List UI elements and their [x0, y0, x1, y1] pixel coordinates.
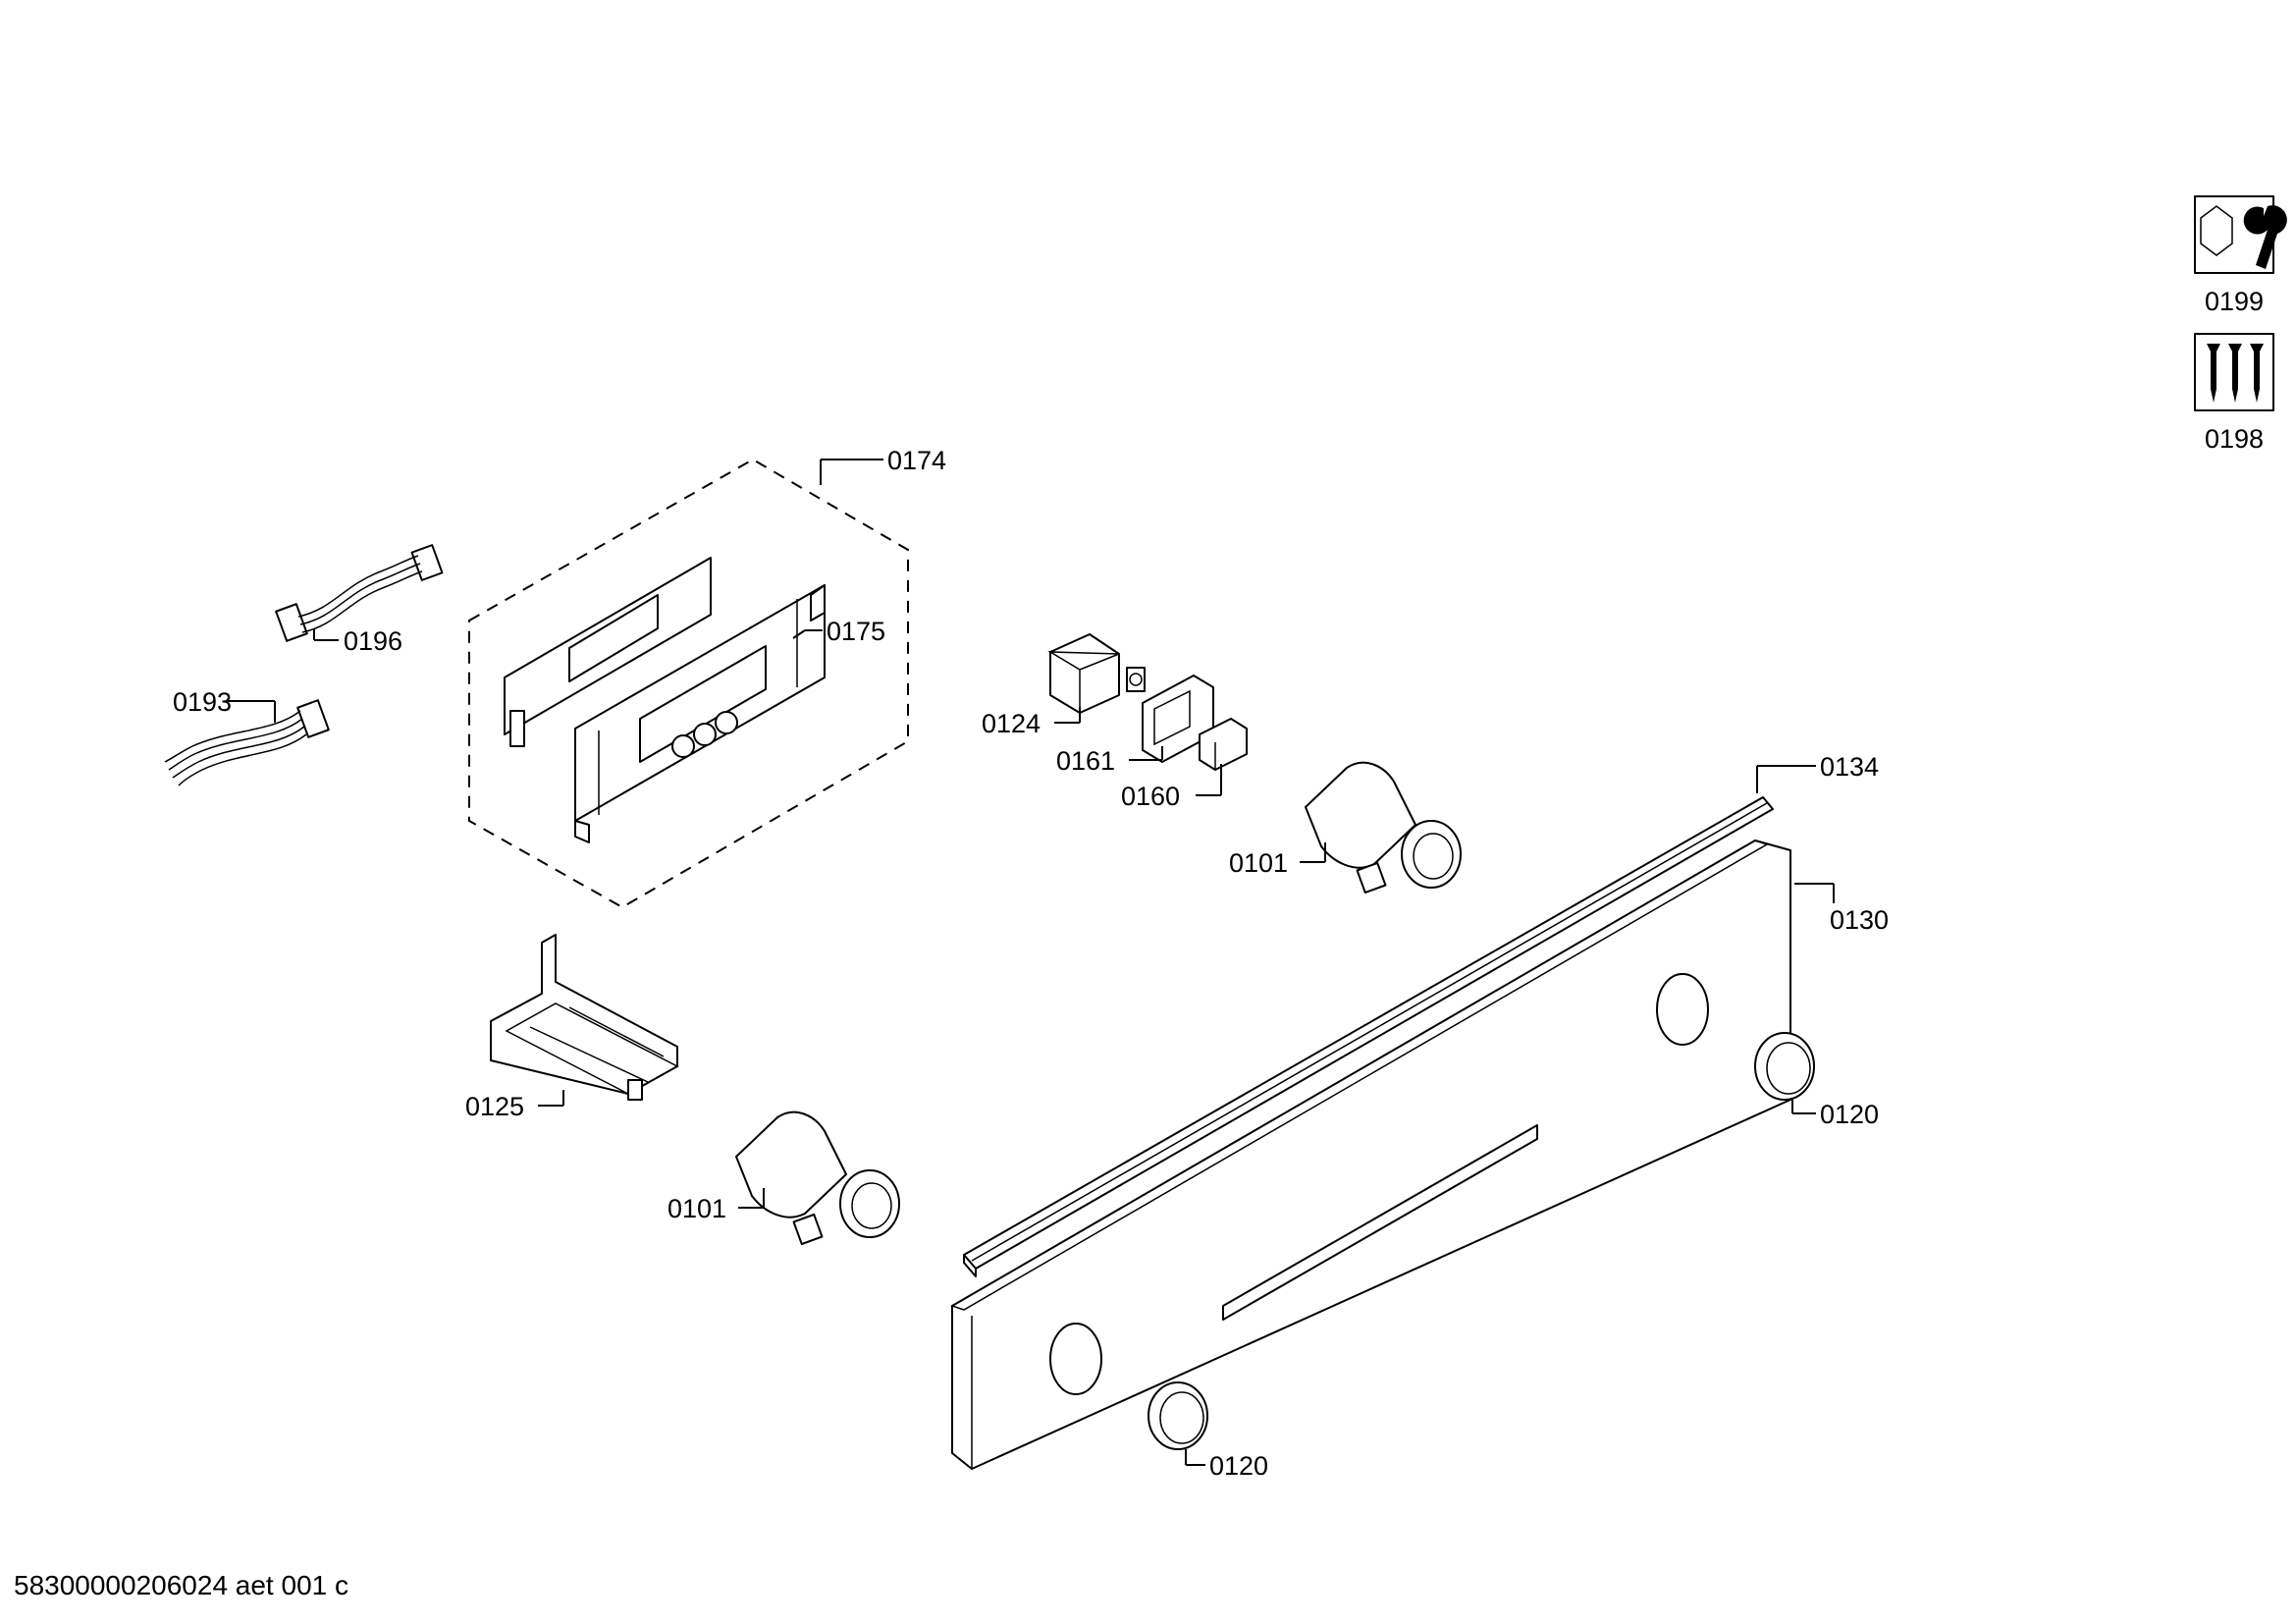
- control-panel-0130[interactable]: [950, 839, 1791, 1470]
- part-number-0124: 0124: [982, 709, 1041, 738]
- control-module-assembly-0174[interactable]: [468, 458, 909, 909]
- part-number-0120-bottom: 0120: [1209, 1451, 1268, 1481]
- trim-strip-0134[interactable]: [963, 796, 1774, 1277]
- part-number-0130: 0130: [1830, 905, 1889, 935]
- part-number-0101-upper: 0101: [1229, 848, 1288, 878]
- rotary-switch-0124[interactable]: [1047, 633, 1146, 714]
- part-number-0193: 0193: [173, 687, 232, 717]
- nut-wrench-icon[interactable]: [2194, 195, 2287, 274]
- leader-line: [792, 629, 806, 639]
- knob-ring-0120-right[interactable]: [1754, 1032, 1815, 1101]
- wiring-harness-0193[interactable]: [164, 699, 330, 786]
- part-number-0198: 0198: [2205, 424, 2264, 454]
- part-number-0174: 0174: [887, 446, 946, 475]
- spring-contact-0160[interactable]: [1199, 718, 1248, 771]
- part-number-0175: 0175: [827, 617, 885, 646]
- control-knob-0101-upper[interactable]: [1305, 761, 1462, 894]
- part-number-0134: 0134: [1820, 752, 1879, 782]
- display-board-0175[interactable]: [509, 584, 826, 843]
- part-number-0101-lower: 0101: [667, 1194, 726, 1223]
- knob-ring-0120-bottom[interactable]: [1148, 1381, 1208, 1450]
- screws-legend-0198: 0198: [2194, 333, 2274, 454]
- control-knob-0101-lower[interactable]: [735, 1110, 900, 1246]
- selector-switch-0125[interactable]: [490, 934, 679, 1101]
- screws-icon[interactable]: [2194, 333, 2274, 411]
- part-number-0160: 0160: [1121, 782, 1180, 811]
- part-number-0196: 0196: [344, 626, 402, 656]
- kit-legend-0199: 0199: [2194, 195, 2287, 316]
- document-id-footer: 58300000206024 aet 001 c: [14, 1570, 348, 1600]
- part-number-0120-right: 0120: [1820, 1100, 1879, 1129]
- part-number-0125: 0125: [465, 1092, 524, 1121]
- wiring-harness-0196[interactable]: [275, 544, 444, 642]
- part-number-0161: 0161: [1056, 746, 1115, 776]
- part-number-0199: 0199: [2205, 287, 2264, 316]
